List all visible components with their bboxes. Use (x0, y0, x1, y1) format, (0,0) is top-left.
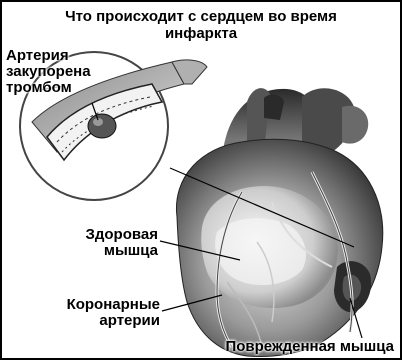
label-healthy-line2: мышца (42, 243, 158, 259)
label-healthy-muscle: Здоровая мышца (42, 227, 158, 259)
thrombus (88, 114, 116, 138)
label-healthy-line1: Здоровая (42, 227, 158, 243)
label-damaged-muscle: Поврежденная мышца (192, 339, 394, 355)
label-artery-line3: тромбом (6, 80, 91, 96)
diagram-title: Что происходит с сердцем во время инфарк… (2, 8, 400, 42)
label-coronary-line2: артерии (32, 313, 160, 329)
title-line-2: инфаркта (2, 25, 400, 42)
label-artery-line2: закупорена (6, 64, 91, 80)
label-coronary-line1: Коронарные (32, 297, 160, 313)
label-artery-line1: Артерия (6, 48, 91, 64)
label-artery-blocked: Артерия закупорена тромбом (6, 48, 91, 96)
label-coronary-arteries: Коронарные артерии (32, 297, 160, 329)
title-line-1: Что происходит с сердцем во время (2, 8, 400, 25)
